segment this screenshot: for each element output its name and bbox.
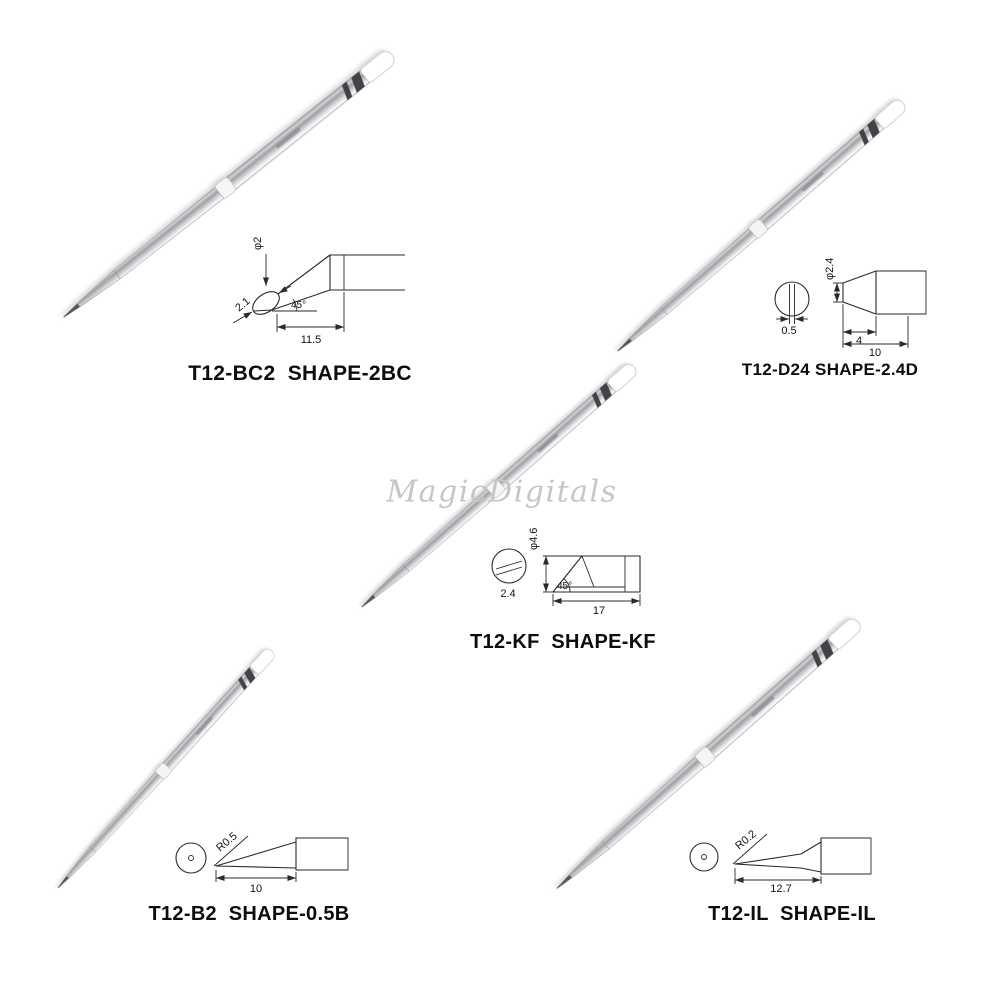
kf-front-view: 2.4 bbox=[491, 548, 527, 600]
product-label-il: T12-IL SHAPE-IL bbox=[708, 903, 876, 925]
bc2-dim-diameter: φ2 bbox=[252, 237, 264, 250]
product-label-kf: T12-KF SHAPE-KF bbox=[470, 631, 656, 653]
watermark-text: MagicDigitals bbox=[386, 474, 618, 510]
product-label-d24: T12-D24 SHAPE-2.4D bbox=[741, 360, 919, 379]
bc2-dim-length: 11.5 bbox=[301, 334, 322, 346]
il-dim-radius: R0.2 bbox=[733, 830, 759, 852]
kf-dim-thickness: 2.4 bbox=[500, 588, 515, 600]
d24-dim-slot: 0.5 bbox=[781, 325, 796, 337]
d24-dimensions: φ2.4 4 10 bbox=[824, 258, 909, 359]
kf-dim-angle: 45° bbox=[557, 581, 572, 592]
d24-dim-diameter: φ2.4 bbox=[824, 258, 836, 280]
d24-dim-face: 4 bbox=[856, 335, 862, 347]
il-front-view bbox=[689, 842, 719, 872]
dimension-drawing-bc2: φ2 2.1 45° 11.5 bbox=[232, 237, 405, 346]
kf-dimensions: φ4.6 45° 17 bbox=[528, 528, 641, 617]
dimension-drawing-b2: R0.5 10 bbox=[175, 830, 349, 895]
bc2-tip-profile bbox=[252, 254, 405, 315]
b2-dim-length: 10 bbox=[250, 883, 262, 895]
d24-tip-profile bbox=[842, 270, 927, 315]
il-dim-length: 12.7 bbox=[770, 883, 791, 895]
kf-dim-length: 17 bbox=[593, 605, 605, 617]
bc2-dim-width: 2.1 bbox=[233, 295, 252, 314]
kf-tip-profile bbox=[552, 555, 641, 593]
b2-tip-profile bbox=[215, 837, 349, 871]
product-label-bc2: T12-BC2 SHAPE-2BC bbox=[188, 362, 412, 385]
b2-dim-radius: R0.5 bbox=[214, 830, 240, 854]
bc2-dim-angle: 45° bbox=[291, 300, 306, 311]
d24-front-view: 0.5 bbox=[774, 281, 810, 337]
dimension-drawing-kf: 2.4 φ4.6 45° 17 bbox=[491, 528, 641, 617]
d24-dim-length: 10 bbox=[869, 347, 881, 359]
kf-dim-diameter: φ4.6 bbox=[528, 528, 540, 550]
il-tip-profile bbox=[734, 837, 872, 875]
b2-front-view bbox=[175, 842, 207, 874]
product-label-b2: T12-B2 SHAPE-0.5B bbox=[148, 903, 350, 925]
dimension-drawing-d24: 0.5 φ2.4 4 10 bbox=[774, 258, 927, 359]
dimension-drawing-il: R0.2 12.7 bbox=[689, 830, 872, 895]
